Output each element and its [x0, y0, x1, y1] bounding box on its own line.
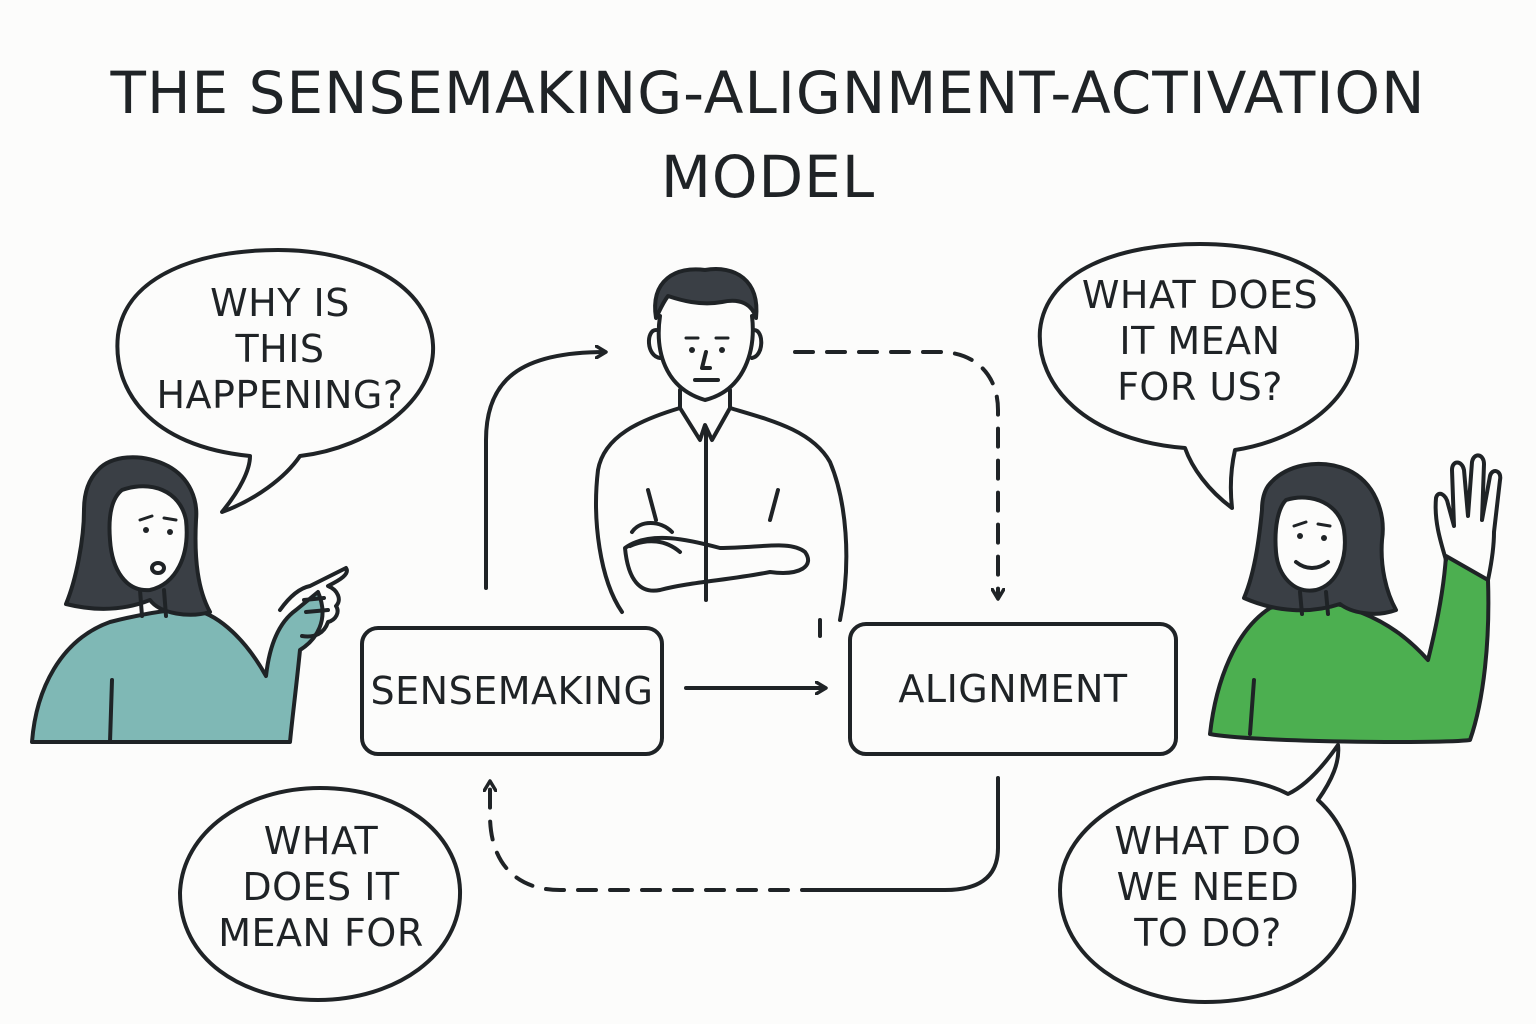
bubble-line: DOES IT	[242, 865, 400, 909]
dashed-arrow-return-to-sensemaking	[490, 782, 822, 892]
alignment-label: ALIGNMENT	[898, 667, 1128, 711]
center-person-icon	[594, 267, 849, 638]
speech-bubble-top-left	[115, 248, 436, 514]
bubble-text-top-left: WHY IS THIS HAPPENING?	[150, 280, 410, 418]
bubble-line: MEAN FOR	[218, 911, 424, 955]
sensemaking-box	[360, 626, 664, 756]
bubble-line: IT MEAN	[1119, 319, 1281, 363]
diagram-title-line-1: THE SENSEMAKING-ALIGNMENT-ACTIVATION	[110, 59, 1426, 127]
bubble-line: HAPPENING?	[156, 373, 404, 417]
bubble-text-bottom-right: WHAT DO WE NEED TO DO?	[1078, 818, 1338, 956]
diagram-title-line-2: MODEL	[660, 143, 876, 211]
speech-bubble-bottom-left	[178, 786, 463, 1002]
left-person-icon	[30, 455, 349, 744]
sensemaking-label: SENSEMAKING	[370, 669, 654, 713]
bubble-line: WHAT	[263, 819, 379, 863]
bubble-text-bottom-left: WHAT DOES IT MEAN FOR	[196, 818, 446, 956]
speech-bubble-bottom-right	[1058, 743, 1357, 1004]
bubble-line: WE NEED	[1116, 865, 1300, 909]
bubble-line: TO DO?	[1134, 911, 1282, 955]
arrow-sensemaking-up-to-person	[484, 352, 605, 590]
right-person-icon	[1208, 453, 1503, 744]
bubble-text-top-right: WHAT DOES IT MEAN FOR US?	[1070, 272, 1330, 410]
bubble-line: WHAT DOES	[1081, 273, 1319, 317]
bubble-line: WHAT DO	[1114, 819, 1302, 863]
alignment-return-line	[818, 776, 1000, 892]
dashed-arrow-person-to-alignment	[793, 350, 998, 598]
alignment-box	[848, 622, 1178, 756]
bubble-line: FOR US?	[1117, 365, 1283, 409]
speech-bubble-top-right	[1037, 242, 1360, 510]
bubble-line: WHY IS	[210, 281, 350, 325]
bubble-line: THIS	[235, 327, 325, 371]
